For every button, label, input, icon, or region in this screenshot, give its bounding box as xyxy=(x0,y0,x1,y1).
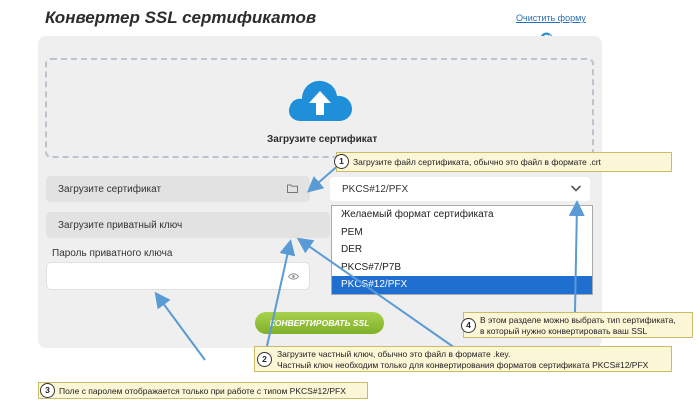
format-dropdown: Желаемый формат сертификата PEM DER PKCS… xyxy=(331,205,593,295)
folder-icon[interactable] xyxy=(287,184,298,193)
callout-badge: 2 xyxy=(257,352,272,367)
private-key-field-label: Загрузите приватный ключ xyxy=(58,219,183,231)
format-option-selected[interactable]: PKCS#12/PFX xyxy=(332,276,592,294)
callout-text: В этом разделе можно выбрать тип сертифи… xyxy=(480,315,676,325)
callout-text: Загрузите файл сертификата, обычно это ф… xyxy=(353,157,601,167)
callout-badge: 3 xyxy=(40,383,55,398)
callout-4: 4 В этом разделе можно выбрать тип серти… xyxy=(461,312,693,338)
password-input[interactable] xyxy=(46,262,310,290)
certificate-field-label: Загрузите сертификат xyxy=(58,183,162,195)
callout-badge: 4 xyxy=(461,318,476,333)
callout-text: Загрузите частный ключ, обычно это файл … xyxy=(277,349,511,359)
certificate-dropzone[interactable] xyxy=(45,58,594,158)
callout-3: 3 Поле с паролем отображается только при… xyxy=(38,382,368,399)
clear-form-link[interactable]: Очистить форму xyxy=(516,13,586,23)
format-option[interactable]: PKCS#7/P7B xyxy=(341,261,402,273)
format-option[interactable]: Желаемый формат сертификата xyxy=(341,209,494,220)
chevron-down-icon[interactable] xyxy=(570,184,582,193)
private-key-file-field[interactable]: Загрузите приватный ключ xyxy=(46,212,330,238)
format-option[interactable]: PEM xyxy=(341,226,363,238)
page-title: Конвертер SSL сертификатов xyxy=(45,8,317,27)
format-option[interactable]: DER xyxy=(341,244,363,256)
eye-icon[interactable] xyxy=(288,273,299,280)
format-select[interactable]: PKCS#12/PFX xyxy=(330,177,590,201)
callout-badge: 1 xyxy=(334,154,349,169)
callout-text: Поле с паролем отображается только при р… xyxy=(59,386,346,396)
callout-text: Частный ключ необходим только для конвер… xyxy=(277,360,649,370)
convert-button[interactable]: КОНВЕРТИРОВАТЬ SSL xyxy=(255,312,384,334)
callout-2: 2 Загрузите частный ключ, обычно это фай… xyxy=(254,346,672,372)
callout-text: в который нужно конвертировать ваш SSL xyxy=(480,326,648,336)
dropzone-label: Загрузите сертификат xyxy=(267,134,378,145)
callout-1: 1 Загрузите файл сертификата, обычно это… xyxy=(334,152,672,172)
cloud-upload-icon xyxy=(289,80,352,121)
password-label: Пароль приватного ключа xyxy=(52,248,173,259)
certificate-file-field[interactable]: Загрузите сертификат xyxy=(46,176,310,202)
format-select-value: PKCS#12/PFX xyxy=(342,183,409,195)
